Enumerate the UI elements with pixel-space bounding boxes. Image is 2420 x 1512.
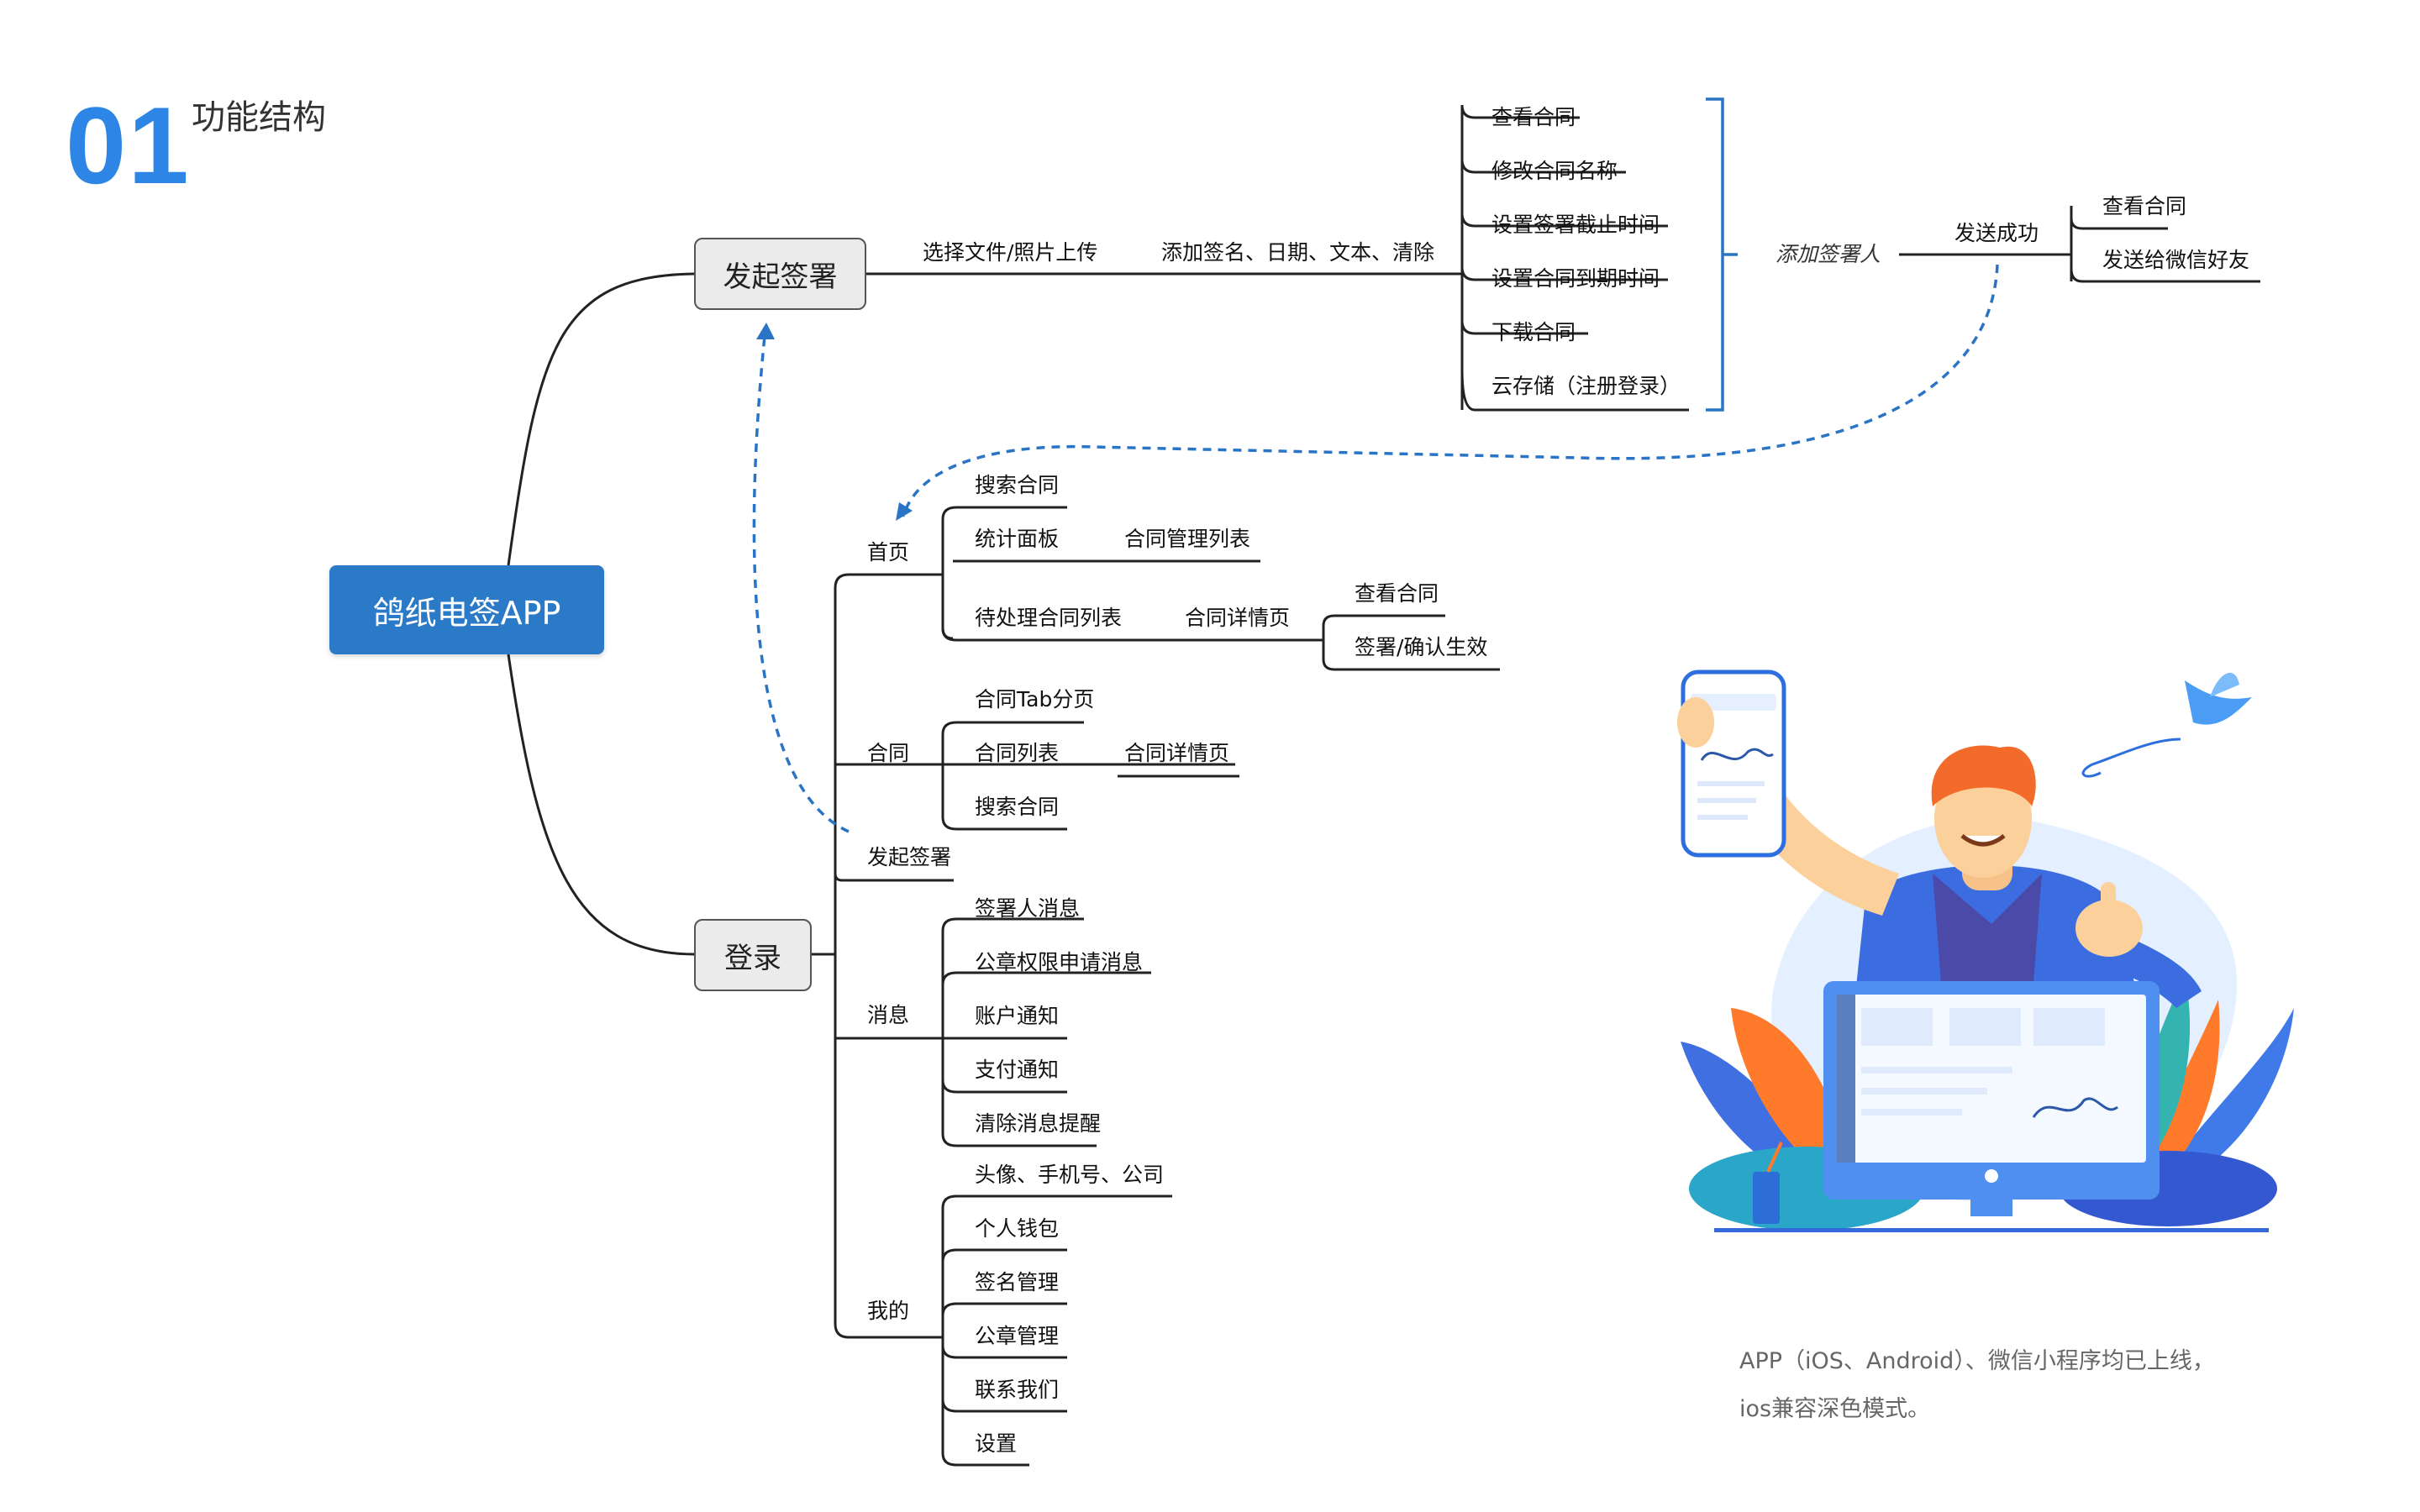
message-child: 签署人消息 xyxy=(975,896,1081,921)
caption-line-2: ios兼容深色模式。 xyxy=(1739,1396,1931,1422)
bird-trail xyxy=(2081,738,2181,778)
bird-wing xyxy=(2210,672,2239,697)
sign-option: 设置合同到期时间 xyxy=(1491,266,1660,291)
mine-child: 设置 xyxy=(975,1431,1018,1456)
monitor-signature xyxy=(2032,1097,2118,1118)
person-vneck xyxy=(1933,874,2042,983)
node-start-sign: 发起签署 xyxy=(867,845,952,869)
add-signer-label: 添加签署人 xyxy=(1776,242,1881,266)
sign-step-add-fields: 添加签名、日期、文本、清除 xyxy=(1161,240,1435,265)
monitor-stand xyxy=(1970,1200,2012,1216)
root-to-login-line xyxy=(507,654,695,956)
hand-right xyxy=(2075,900,2143,957)
monitor-card xyxy=(1861,1008,1933,1046)
sign-option: 设置签署截止时间 xyxy=(1491,213,1660,237)
mine-child: 公章管理 xyxy=(975,1324,1060,1348)
mine-child: 签名管理 xyxy=(975,1270,1060,1294)
message-child: 支付通知 xyxy=(975,1058,1060,1082)
sign-step-upload: 选择文件/照片上传 xyxy=(923,240,1098,265)
after-send-option: 发送给微信好友 xyxy=(2102,248,2250,272)
drink-can xyxy=(1753,1172,1780,1224)
node-contract: 合同 xyxy=(867,741,910,765)
node-home: 首页 xyxy=(867,540,910,564)
message-child: 清除消息提醒 xyxy=(975,1111,1102,1136)
root-node: 鸽纸电签APP xyxy=(329,565,604,654)
detail-child: 签署/确认生效 xyxy=(1355,635,1488,659)
hand-left xyxy=(1677,697,1714,748)
dashed-sign-arrow xyxy=(752,335,850,833)
leaf-left-orange xyxy=(1731,1008,1849,1193)
sign-option: 下载合同 xyxy=(1491,320,1576,344)
monitor-line xyxy=(1861,1067,2012,1074)
person-smile xyxy=(1960,833,2006,847)
section-number: 01 xyxy=(66,84,191,207)
monitor-card xyxy=(2033,1008,2105,1046)
mine-child: 头像、手机号、公司 xyxy=(975,1163,1165,1187)
stats-child: 合同管理列表 xyxy=(1124,527,1251,551)
bird-body xyxy=(2185,680,2252,725)
node-messages: 消息 xyxy=(867,1003,910,1027)
sign-option: 修改合同名称 xyxy=(1491,159,1618,183)
sign-option: 查看合同 xyxy=(1491,105,1576,129)
branch-sign-node: 发起签署 xyxy=(694,238,866,310)
contract-list-child: 合同详情页 xyxy=(1124,741,1230,765)
contract-child: 合同列表 xyxy=(975,741,1060,765)
message-child: 账户通知 xyxy=(975,1004,1060,1028)
monitor-line xyxy=(1861,1088,1987,1095)
root-to-sign-line xyxy=(507,272,695,566)
phone-signature xyxy=(1700,748,1774,761)
home-child: 统计面板 xyxy=(975,527,1060,551)
detail-child: 查看合同 xyxy=(1355,581,1439,606)
drink-straw xyxy=(1766,1142,1783,1173)
pending-child: 合同详情页 xyxy=(1185,606,1291,630)
sign-option: 云存储（注册登录） xyxy=(1491,374,1681,398)
home-child: 待处理合同列表 xyxy=(975,606,1123,630)
node-mine: 我的 xyxy=(867,1299,910,1323)
phone-line xyxy=(1697,781,1765,786)
home-child: 搜索合同 xyxy=(975,473,1060,497)
thumb xyxy=(2101,882,2116,920)
send-success-label: 发送成功 xyxy=(1954,221,2039,245)
monitor-button xyxy=(1985,1169,1998,1183)
person-hair xyxy=(1931,745,2036,806)
monitor-sidebar xyxy=(1837,995,1855,1163)
message-child: 公章权限申请消息 xyxy=(975,950,1144,974)
contract-child: 搜索合同 xyxy=(975,795,1060,819)
caption-line-1: APP（iOS、Android）、微信小程序均已上线， xyxy=(1739,1348,2215,1374)
branch-login-node: 登录 xyxy=(694,919,812,991)
mine-child: 联系我们 xyxy=(975,1378,1060,1402)
after-send-option: 查看合同 xyxy=(2102,194,2187,218)
monitor-line xyxy=(1861,1109,1962,1116)
contract-child: 合同Tab分页 xyxy=(975,687,1095,711)
section-title: 功能结构 xyxy=(192,98,326,137)
monitor-card xyxy=(1949,1008,2021,1046)
phone-line xyxy=(1697,798,1756,803)
phone-line xyxy=(1697,815,1748,820)
phone-bar xyxy=(1691,694,1776,711)
mine-child: 个人钱包 xyxy=(975,1216,1060,1241)
desk-line xyxy=(1714,1228,2269,1232)
